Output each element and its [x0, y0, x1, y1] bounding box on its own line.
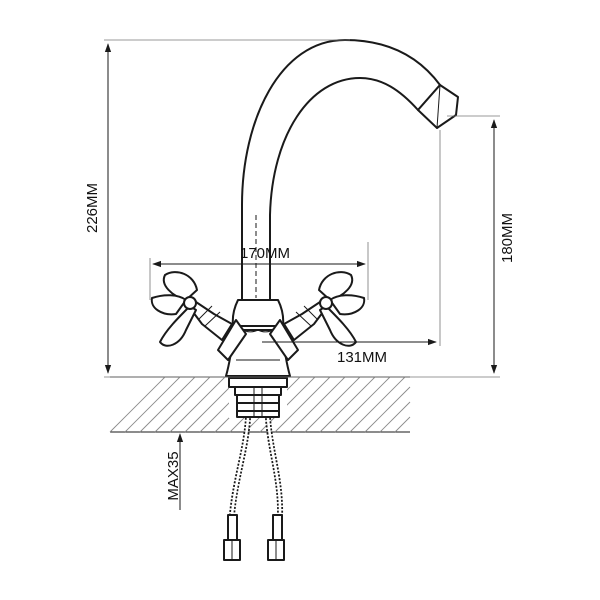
hose-nut-right — [267, 514, 285, 561]
handle-span-label: 170MM — [240, 245, 290, 262]
left-cross-handle — [150, 271, 198, 347]
dimension-overall-height: 226MM — [84, 39, 500, 378]
dimension-handle-span: 170MM — [149, 242, 369, 300]
dimension-counter-thickness: MAX35 — [165, 433, 184, 510]
counter-thickness-label: MAX35 — [165, 451, 182, 500]
hose-nut-left — [223, 514, 241, 561]
threaded-shank — [228, 377, 288, 418]
spout-reach-label: 131MM — [337, 349, 387, 366]
dimension-spout-height: 180MM — [447, 115, 516, 374]
dimension-spout-reach: 131MM — [262, 130, 441, 366]
flexible-hoses — [223, 417, 285, 561]
spout-height-label: 180MM — [499, 213, 516, 263]
right-cross-handle — [318, 271, 366, 347]
overall-height-label: 226MM — [84, 183, 101, 233]
right-valve-handle — [269, 271, 366, 361]
aerator — [417, 84, 459, 129]
spout — [241, 39, 459, 301]
countertop-section — [109, 376, 411, 433]
left-valve-handle — [150, 271, 247, 361]
